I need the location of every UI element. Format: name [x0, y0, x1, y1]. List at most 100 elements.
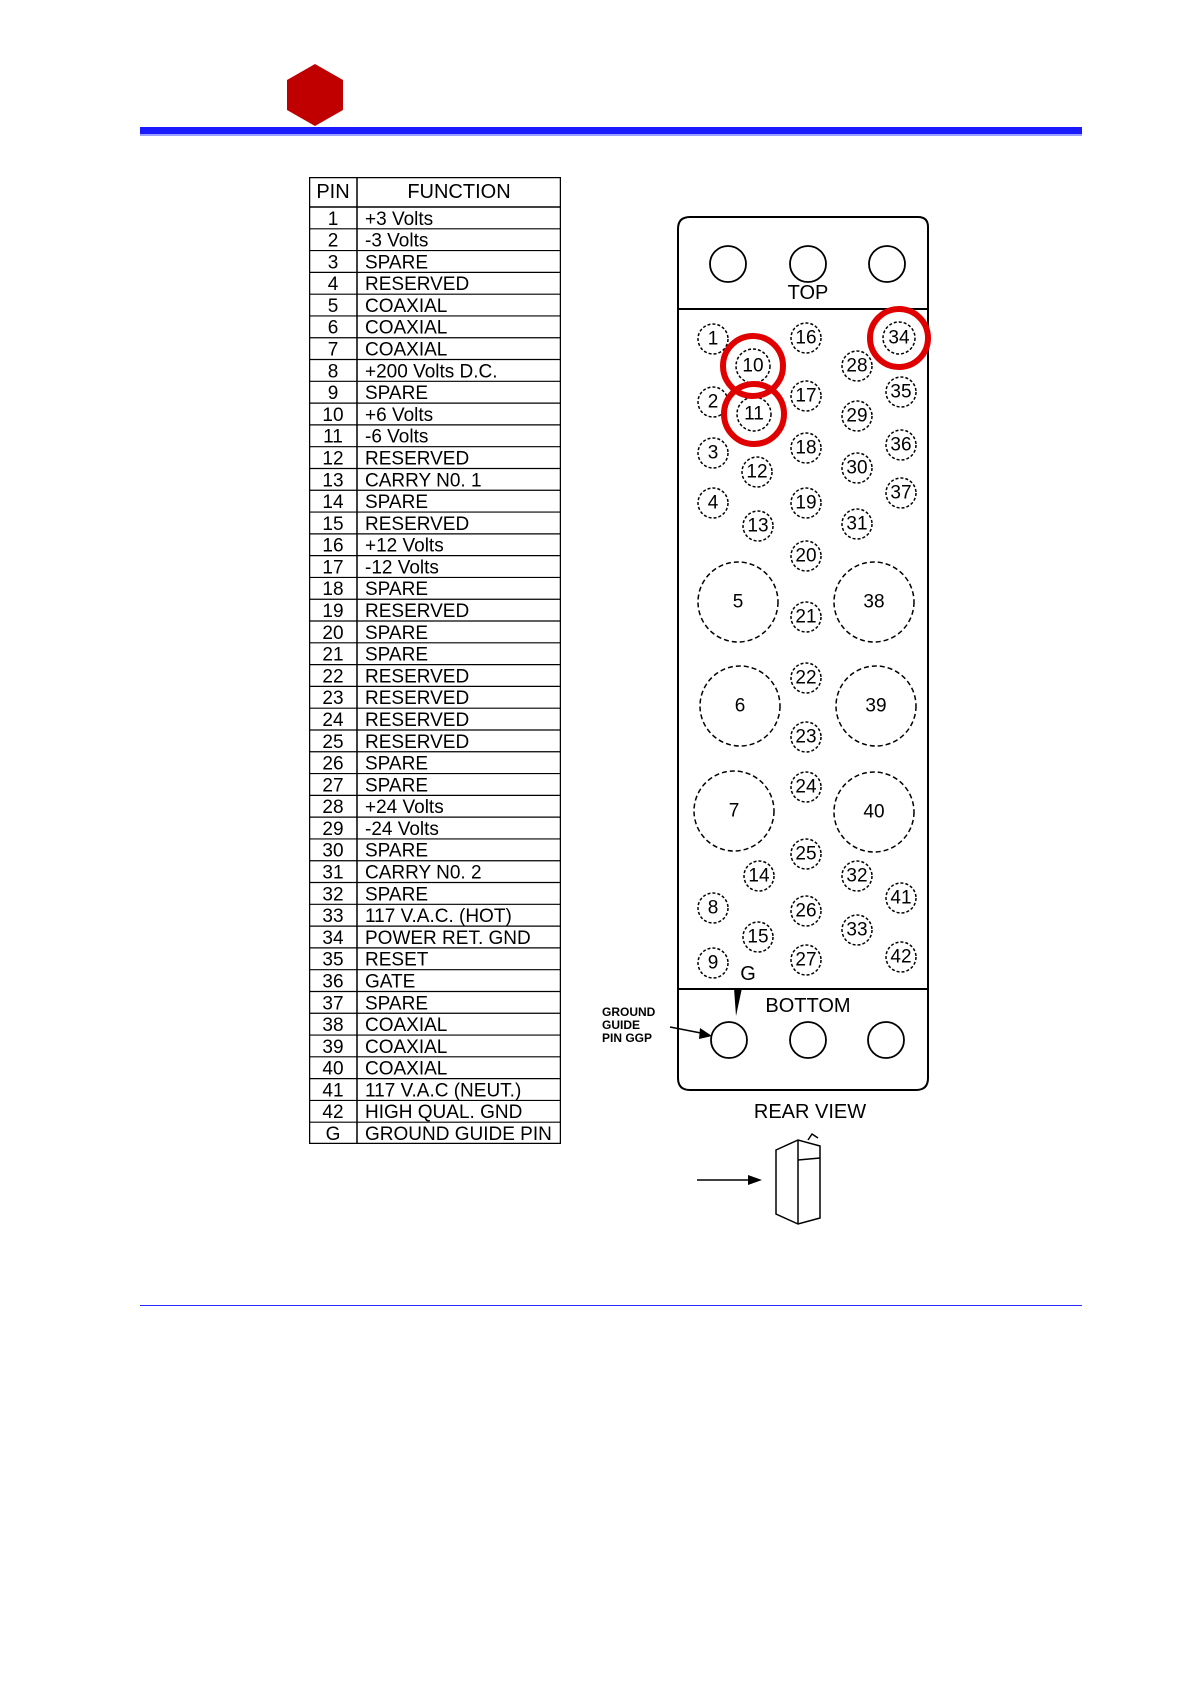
pin-39-number: 39 — [865, 696, 886, 717]
pin-7: 7 — [693, 770, 775, 852]
function-cell: -3 Volts — [365, 231, 428, 252]
pin-9-hole — [697, 947, 729, 979]
pin-8-number: 8 — [708, 898, 719, 919]
pin-cell: 10 — [322, 405, 343, 426]
pin-13-hole — [742, 510, 774, 542]
pin-11-hole — [736, 396, 772, 432]
pin-42-number: 42 — [890, 947, 911, 968]
pin-5-hole — [697, 561, 779, 643]
pin-37-number: 37 — [890, 483, 911, 504]
pin-21: 21 — [790, 601, 822, 633]
pin-28-number: 28 — [846, 356, 867, 377]
pin-2-number: 2 — [708, 392, 719, 413]
pin-25: 25 — [790, 838, 822, 870]
pin-cell: 9 — [328, 383, 339, 404]
function-cell: SPARE — [365, 645, 428, 666]
pin-24-hole — [790, 771, 822, 803]
function-cell: SPARE — [365, 841, 428, 862]
table-row: 2 -3 Volts — [328, 231, 429, 252]
pin-8: 8 — [697, 892, 729, 924]
pin-25-hole — [790, 838, 822, 870]
pin-cell: 19 — [322, 601, 343, 622]
pin-22-number: 22 — [795, 668, 816, 689]
pin-21-number: 21 — [795, 607, 816, 628]
top-hole-center — [789, 245, 827, 283]
ground-guide-arrow-icon — [699, 1028, 712, 1039]
pin-cell: 29 — [322, 819, 343, 840]
guide-pin-hole — [710, 1021, 748, 1059]
pin-33-hole — [841, 914, 873, 946]
table-row: 17-12 Volts — [322, 557, 439, 578]
table-row: 28+24 Volts — [322, 797, 443, 818]
pin-25-number: 25 — [795, 844, 816, 865]
table-header-pin: PIN — [316, 181, 349, 203]
pin-29-number: 29 — [846, 406, 867, 427]
pin-18-hole — [790, 432, 822, 464]
ground-guide-label-line-1: GROUND — [602, 1005, 656, 1019]
pin-23: 23 — [790, 721, 822, 753]
connector-orientation-icon — [775, 1132, 821, 1225]
pin-19-number: 19 — [795, 493, 816, 514]
bottom-label: BOTTOM — [765, 995, 850, 1017]
pin-34: 34 — [882, 321, 916, 355]
pin-17-number: 17 — [795, 386, 816, 407]
pin-27-number: 27 — [795, 950, 816, 971]
pin-30-number: 30 — [846, 458, 867, 479]
pin-6-hole — [699, 665, 781, 747]
pin-33-number: 33 — [846, 920, 867, 941]
pin-27: 27 — [790, 944, 822, 976]
pin-cell: 17 — [322, 557, 343, 578]
pin-cell: 11 — [323, 427, 343, 448]
pin-cell: 4 — [328, 274, 339, 295]
pin-24: 24 — [790, 771, 822, 803]
pin-29-hole — [841, 400, 873, 432]
pin-cell: 14 — [322, 492, 344, 513]
header-rule — [140, 127, 1082, 134]
pin-cell: 2 — [328, 231, 339, 252]
top-label: TOP — [788, 282, 829, 304]
pin-11: 11 — [736, 396, 772, 432]
table-row: 16+12 Volts — [322, 536, 443, 557]
pin-13: 13 — [742, 510, 774, 542]
pin-cell: 5 — [328, 296, 339, 317]
pin-27-hole — [790, 944, 822, 976]
pin-17-hole — [790, 380, 822, 412]
pin-20-number: 20 — [795, 546, 816, 567]
pin-34-hole — [882, 321, 916, 355]
pin-37: 37 — [885, 477, 917, 509]
red-octagon-logo-icon — [287, 64, 343, 126]
pin-12: 12 — [741, 456, 773, 488]
function-cell: COAXIAL — [365, 318, 447, 339]
function-cell: SPARE — [365, 775, 428, 796]
footer-rule — [140, 1305, 1082, 1306]
pin-17: 17 — [790, 380, 822, 412]
pin-18-number: 18 — [795, 438, 816, 459]
guide-pin-g-label: G — [740, 963, 756, 985]
pin-7-number: 7 — [729, 801, 740, 822]
pin-10: 10 — [735, 348, 771, 384]
function-cell: +24 Volts — [365, 797, 444, 818]
pin-10-number: 10 — [742, 356, 763, 377]
pin-16-hole — [790, 322, 822, 354]
top-hole-left — [709, 245, 747, 283]
pin-26-number: 26 — [795, 901, 816, 922]
pin-cell: 41 — [322, 1080, 343, 1101]
pin-12-hole — [741, 456, 773, 488]
pin-40-hole — [833, 771, 915, 853]
pin-cell: 24 — [322, 710, 344, 731]
table-row: 11-6 Volts — [323, 427, 428, 448]
pin-24-number: 24 — [795, 777, 817, 798]
table-row: 29-24 Volts — [322, 819, 439, 840]
function-cell: +3 Volts — [365, 209, 433, 230]
function-cell: +6 Volts — [365, 405, 433, 426]
guide-pin-arrow-icon — [734, 988, 742, 1016]
